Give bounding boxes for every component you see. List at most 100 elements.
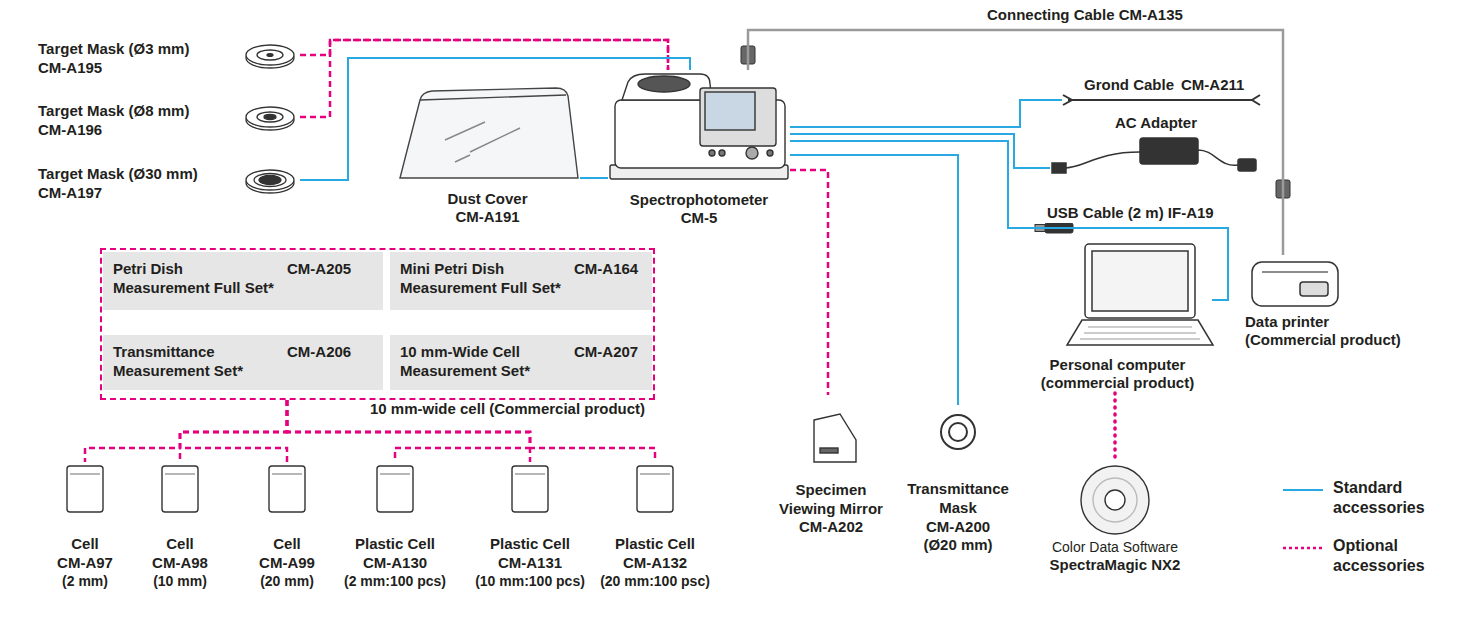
main-instrument: SpectrophotometerCM-5 xyxy=(608,70,790,228)
target-mask: Target Mask (Ø8 mm)CM-A196 xyxy=(38,102,300,142)
software-disc-icon xyxy=(1105,490,1125,510)
cell-icon xyxy=(377,466,413,512)
optional-link xyxy=(300,40,668,117)
cell-icon xyxy=(637,466,673,512)
laptop-icon xyxy=(1067,320,1213,345)
ac-adapter-icon xyxy=(1198,150,1238,165)
item-name: Color Data Software xyxy=(1052,539,1178,557)
cell-icon xyxy=(67,466,103,512)
dust-cover-icon xyxy=(400,88,578,178)
item-name: Target Mask (Ø8 mm) xyxy=(38,102,189,121)
item-detail: CM-A197 xyxy=(38,184,102,203)
item-name: Petri Dish Measurement Full Set* xyxy=(113,260,279,298)
ac-adapter-icon xyxy=(1052,163,1066,173)
target-mask-icon xyxy=(257,50,283,60)
target-mask-icon xyxy=(246,45,294,68)
ac-adapter-icon xyxy=(1238,159,1256,171)
dust-cover-icon xyxy=(420,95,566,100)
accessory-box: Mini Petri Dish Measurement Full Set*CM-… xyxy=(390,252,652,310)
optional-link xyxy=(180,400,287,462)
ac-adapter: AC Adapter xyxy=(1050,114,1262,184)
item-detail: SpectraMagic NX2 xyxy=(1050,556,1181,575)
printer-icon xyxy=(1252,262,1338,306)
item-name: Target Mask (Ø3 mm) xyxy=(38,40,189,59)
cable-connector-icon xyxy=(741,46,1290,198)
software-disc-icon xyxy=(1081,466,1149,534)
target-mask-icon xyxy=(246,45,294,65)
legend: Standard accessoriesOptional accessories xyxy=(1283,478,1458,576)
item-name: Personal computer (commercial product) xyxy=(1023,356,1212,394)
item-detail: CM-A196 xyxy=(38,121,102,140)
legend-row: Optional accessories xyxy=(1283,536,1458,576)
item-detail: (2 mm:100 pcs) xyxy=(344,573,446,591)
option-group: 10 mm-wide cell (Commercial product)Petr… xyxy=(100,248,655,400)
item-name: Dust Cover xyxy=(447,190,527,209)
item-name: Grond Cable xyxy=(1084,76,1174,95)
standard-link xyxy=(790,155,958,405)
optional-link xyxy=(287,400,655,462)
item-name: AC Adapter xyxy=(1115,114,1197,133)
item-name: Mini Petri Dish Measurement Full Set* xyxy=(400,260,566,298)
cell: CellCM-A99(20 mm) xyxy=(240,462,334,590)
data-printer: Data printer (Commercial product) xyxy=(1245,255,1419,350)
laptop-icon xyxy=(1067,244,1213,345)
viewing-mirror-icon xyxy=(820,448,838,453)
transmittance-mask-icon xyxy=(949,423,967,441)
cell-icon xyxy=(269,466,305,512)
spectrophotometer-icon xyxy=(709,150,715,156)
accessory-box: 10 mm-Wide Cell Measurement Set*CM-A207 xyxy=(390,335,652,390)
item-detail: CM-A202 xyxy=(799,518,863,537)
cell-icon xyxy=(380,473,410,474)
item-detail: CM-5 xyxy=(681,209,718,228)
target-mask-icon xyxy=(259,176,281,185)
item-detail: (20 mm) xyxy=(260,573,314,591)
cell-icon xyxy=(515,473,545,474)
item-name: Cell xyxy=(273,535,301,554)
target-mask-icon xyxy=(246,170,294,193)
dust-cover-icon xyxy=(445,122,520,162)
standard-link xyxy=(580,177,608,179)
accessory-box: Petri Dish Measurement Full Set*CM-A205 xyxy=(103,252,383,310)
target-mask-icon xyxy=(246,170,294,190)
item-name: Specimen Viewing Mirror xyxy=(766,481,896,519)
legend-line xyxy=(1283,547,1323,550)
ground-cable-icon xyxy=(1068,99,1252,101)
item-detail: (10 mm:100 pcs) xyxy=(475,573,585,591)
item-name: Transmittance Mask xyxy=(893,480,1023,518)
ground-cable: Grond Cable CM-A211 xyxy=(1062,76,1262,108)
legend-line xyxy=(1283,489,1323,491)
cell: CellCM-A97(2 mm) xyxy=(38,462,132,590)
ac-adapter-icon xyxy=(1140,138,1198,164)
item-name: Transmittance Measurement Set* xyxy=(113,343,279,381)
item-detail: CM-A191 xyxy=(455,208,519,227)
cell: CellCM-A98(10 mm) xyxy=(133,462,227,590)
item-detail: (10 mm) xyxy=(153,573,207,591)
item-name: Data printer (Commercial product) xyxy=(1245,313,1419,351)
personal-computer: Personal computer (commercial product) xyxy=(1023,238,1212,393)
viewing-mirror-icon xyxy=(814,414,856,462)
software: Color Data SoftwareSpectraMagic NX2 xyxy=(1030,460,1200,575)
item-detail: CM-A99 xyxy=(259,554,315,573)
laptop-icon xyxy=(1080,327,1200,339)
laptop-icon xyxy=(1085,244,1195,318)
accessory-box: Transmittance Measurement Set*CM-A206 xyxy=(103,335,383,390)
target-mask-icon xyxy=(246,107,294,130)
item-detail: CM-A98 xyxy=(152,554,208,573)
viewing-mirror-icon xyxy=(814,414,856,462)
item-detail: (20 mm:100 psc) xyxy=(600,573,710,591)
item-detail: CM-A130 xyxy=(363,554,427,573)
cell-icon xyxy=(640,473,670,474)
item-detail: CM-A211 xyxy=(1181,76,1244,95)
software-disc-icon xyxy=(1081,466,1149,534)
item-detail: CM-A97 xyxy=(57,554,113,573)
optional-link xyxy=(85,400,287,462)
plastic-cell: Plastic CellCM-A132(20 mm:100 psc) xyxy=(593,462,717,590)
ground-cable-icon xyxy=(1252,95,1260,105)
spectrophotometer-icon xyxy=(638,76,690,92)
cell-icon xyxy=(512,466,548,512)
laptop-icon xyxy=(1092,251,1188,311)
transmittance-mask-icon xyxy=(941,415,975,449)
item-name: 10 mm-wide cell (Commercial product) xyxy=(370,400,645,419)
cable-label: Connecting Cable CM-A135 xyxy=(985,6,1185,25)
